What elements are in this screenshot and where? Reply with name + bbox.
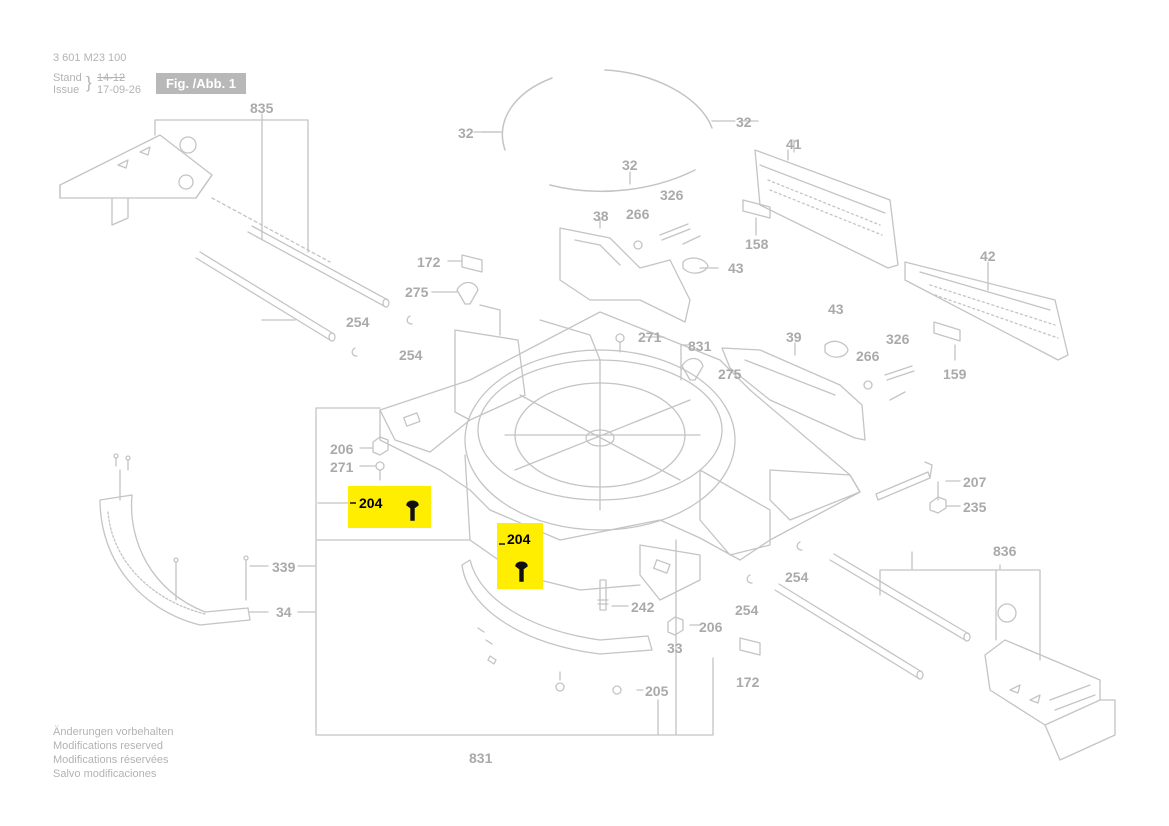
callout-32-left: 32: [458, 125, 474, 141]
stand-label: Stand: [53, 72, 82, 84]
callout-836: 836: [993, 543, 1017, 559]
callout-33: 33: [667, 640, 683, 656]
callout-158: 158: [745, 236, 769, 252]
miter-scale-34: [99, 453, 251, 626]
callout-207: 207: [963, 474, 987, 490]
callout-266-top: 266: [626, 206, 650, 222]
callout-41: 41: [786, 136, 802, 152]
fence-42: [904, 261, 1069, 361]
callout-204-left: 204: [359, 495, 383, 511]
callout-254-mid: 254: [399, 347, 423, 363]
callout-339: 339: [272, 559, 296, 575]
callout-271-top: 271: [638, 329, 662, 345]
issue-label: Issue: [53, 84, 80, 96]
callout-38: 38: [593, 208, 609, 224]
callout-172-bottom: 172: [736, 674, 760, 690]
note-de: Änderungen vorbehalten: [53, 726, 174, 738]
left-rails: [195, 197, 390, 342]
highlight-204-left: [348, 486, 431, 528]
callout-271-left: 271: [330, 459, 354, 475]
callout-42: 42: [980, 248, 996, 264]
callout-32-bottom: 32: [622, 157, 638, 173]
callout-254-right: 254: [785, 569, 809, 585]
callout-206-left: 206: [330, 441, 354, 457]
callout-275-right: 275: [718, 366, 742, 382]
figure-badge: Fig. /Abb. 1: [156, 73, 246, 94]
left-extension-table: [59, 134, 213, 226]
callout-326-top: 326: [660, 187, 684, 203]
callout-242: 242: [631, 599, 655, 615]
callout-254-top: 254: [346, 314, 370, 330]
callout-205: 205: [645, 683, 669, 699]
note-es: Salvo modificaciones: [53, 768, 157, 780]
right-rails: [774, 553, 971, 680]
bracket-glyph: }: [86, 73, 92, 92]
callout-235: 235: [963, 499, 987, 515]
callout-43-right: 43: [828, 301, 844, 317]
callout-32-right: 32: [736, 114, 752, 130]
note-en: Modifications reserved: [53, 740, 164, 752]
callout-326-right: 326: [886, 331, 910, 347]
note-fr: Modifications réservées: [53, 754, 169, 766]
callout-204-right: 204: [507, 531, 531, 547]
fence-38: [559, 217, 691, 323]
callout-275-left: 275: [405, 284, 429, 300]
fence-41: [754, 139, 899, 269]
callout-254-bottom: 254: [735, 602, 759, 618]
callout-266-right: 266: [856, 348, 880, 364]
stand-value: 14-12: [97, 72, 126, 84]
callout-34: 34: [276, 604, 292, 620]
callout-39: 39: [786, 329, 802, 345]
callout-206-right: 206: [699, 619, 723, 635]
fence-39: [721, 342, 866, 441]
callout-831-bottom: 831: [469, 750, 493, 766]
callout-43-top: 43: [728, 260, 744, 276]
callout-835: 835: [250, 100, 274, 116]
callout-831-top: 831: [688, 338, 712, 354]
right-extension-table: [984, 603, 1116, 761]
turntable-base: [379, 304, 861, 601]
issue-value: 17-09-26: [97, 84, 142, 96]
part-number: 3 601 M23 100: [53, 52, 127, 64]
callout-159: 159: [943, 366, 967, 382]
callout-172-top: 172: [417, 254, 441, 270]
